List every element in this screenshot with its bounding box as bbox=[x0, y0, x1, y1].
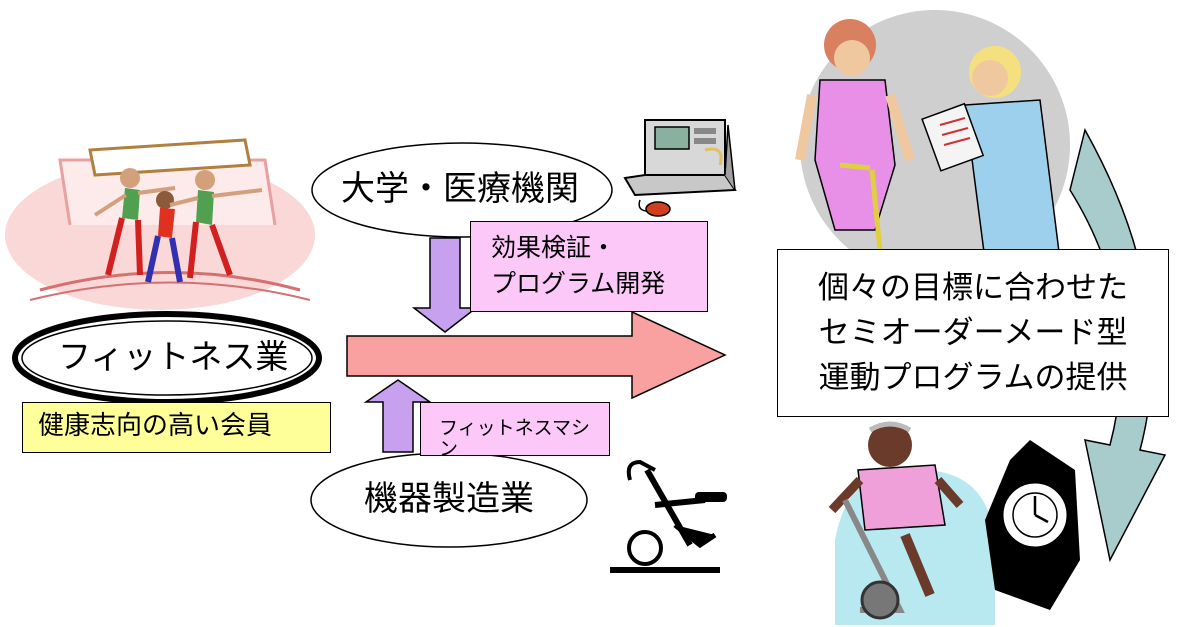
down-arrow bbox=[411, 237, 479, 333]
result-line1: 個々の目標に合わせた bbox=[818, 270, 1128, 306]
woman-cycling-clipart bbox=[828, 421, 995, 625]
lab-analyzer-clipart bbox=[623, 119, 737, 217]
fitness-members-label: 健康志向の高い会員 bbox=[22, 402, 331, 453]
fitness-machine-label: フィットネスマシン bbox=[420, 402, 610, 459]
body-measurement-clipart bbox=[795, 10, 1070, 280]
main-arrow bbox=[346, 310, 727, 400]
fitness-members-text: 健康志向の高い会員 bbox=[38, 411, 273, 441]
university-ellipse bbox=[311, 142, 613, 238]
stopwatch-clipart bbox=[985, 440, 1080, 610]
fitness-machine-text: フィットネスマシン bbox=[439, 417, 591, 460]
research-label: 効果検証・ プログラム開発 bbox=[470, 221, 708, 312]
result-line2: セミオーダーメード型 bbox=[818, 314, 1128, 351]
aerobics-class-clipart bbox=[5, 138, 315, 310]
research-line2: プログラム開発 bbox=[491, 269, 666, 299]
fitness-industry-label: フィットネス業 bbox=[58, 337, 289, 376]
result-box: 個々の目標に合わせた セミオーダーメード型 運動プログラムの提供 bbox=[777, 249, 1169, 417]
up-arrow bbox=[363, 379, 433, 453]
research-line1: 効果検証・ bbox=[491, 233, 617, 262]
equipment-maker-label: 機器製造業 bbox=[364, 479, 534, 519]
exercise-bike-clipart bbox=[610, 459, 727, 573]
result-line3: 運動プログラムの提供 bbox=[818, 359, 1128, 396]
university-medical-label: 大学・医療機関 bbox=[341, 169, 579, 209]
